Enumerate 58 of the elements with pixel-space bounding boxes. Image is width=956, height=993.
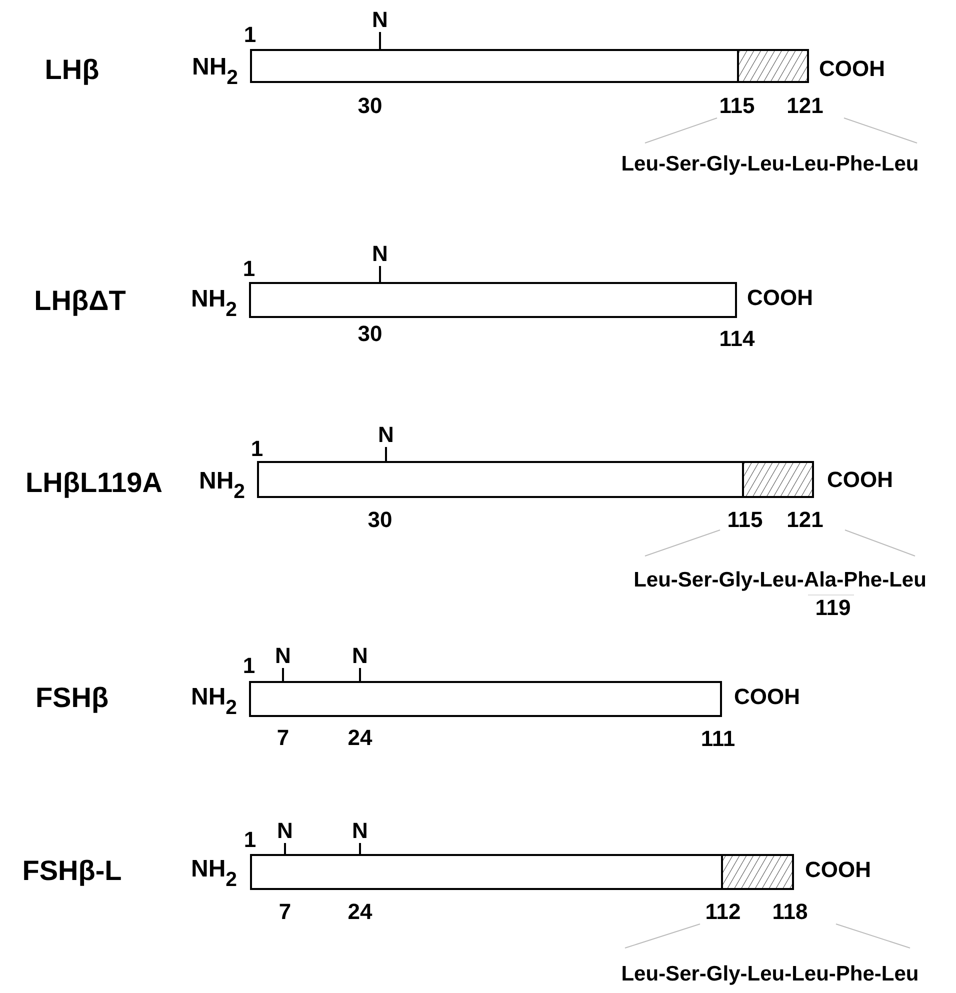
protein-name: LHβ [44, 56, 100, 84]
residue-number: 115 [727, 509, 763, 531]
residue-number: 1 [242, 655, 256, 677]
residue-number: 112 [705, 901, 741, 923]
residue-number: 118 [772, 901, 808, 923]
sequence-label: Leu-Ser-Gly-Leu-Leu-Phe-Leu [621, 964, 919, 984]
protein-bar [249, 681, 722, 717]
terminus-label: COOH [805, 859, 871, 881]
site-tick [385, 447, 387, 462]
protein-name: LHβΔT [34, 287, 126, 315]
glycosylation-site-label: N [378, 424, 394, 446]
protein-name: FSHβ-L [22, 857, 122, 885]
site-tick [379, 266, 381, 283]
residue-number: 121 [786, 95, 824, 117]
protein-bar [250, 854, 794, 890]
glycosylation-site-label: N [352, 820, 368, 842]
terminus-label: COOH [734, 686, 800, 708]
sequence-label: Leu-Ser-Gly-Leu-Ala-Phe-Leu [634, 570, 926, 590]
protein-name: FSHβ [35, 684, 109, 712]
site-tick [359, 843, 361, 855]
residue-number: 7 [278, 901, 292, 923]
terminus-label: COOH [827, 469, 893, 491]
protein-bar [250, 49, 809, 83]
glycosylation-site-label: N [277, 820, 293, 842]
terminus-label: NH$_{2}$ [191, 288, 237, 320]
residue-number: 24 [348, 727, 372, 749]
terminus-label: NH$_{2}$ [191, 686, 237, 718]
residue-number: 115 [719, 95, 755, 117]
site-tick [359, 668, 361, 682]
terminus-label: NH$_{2}$ [191, 858, 237, 890]
protein-bar [249, 282, 737, 318]
protein-bar [257, 461, 814, 498]
glycosylation-site-label: N [372, 9, 388, 31]
residue-number: 111 [700, 728, 736, 750]
glycosylation-site-label: N [275, 645, 291, 667]
residue-number: 1 [244, 829, 256, 851]
residue-number: 1 [244, 24, 256, 46]
site-tick [284, 843, 286, 855]
terminus-label: NH$_{2}$ [199, 470, 245, 502]
residue-number: 24 [348, 901, 372, 923]
protein-name: LHβL119A [26, 469, 162, 497]
residue-number: 121 [786, 509, 824, 531]
site-tick [282, 668, 284, 682]
sequence-label: Leu-Ser-Gly-Leu-Leu-Phe-Leu [621, 154, 919, 174]
residue-number: 7 [276, 727, 290, 749]
residue-number: 114 [719, 328, 755, 350]
terminus-label: COOH [819, 58, 885, 80]
terminus-label: COOH [747, 287, 813, 309]
residue-number: 1 [242, 258, 256, 280]
glycosylation-site-label: N [372, 243, 388, 265]
residue-number: 30 [358, 323, 382, 345]
site-tick [379, 32, 381, 50]
residue-number: 119 [815, 597, 851, 619]
residue-number: 30 [368, 509, 392, 531]
residue-number: 1 [250, 438, 264, 460]
glycosylation-site-label: N [352, 645, 368, 667]
residue-number: 30 [358, 95, 382, 117]
terminus-label: NH$_{2}$ [192, 56, 238, 88]
